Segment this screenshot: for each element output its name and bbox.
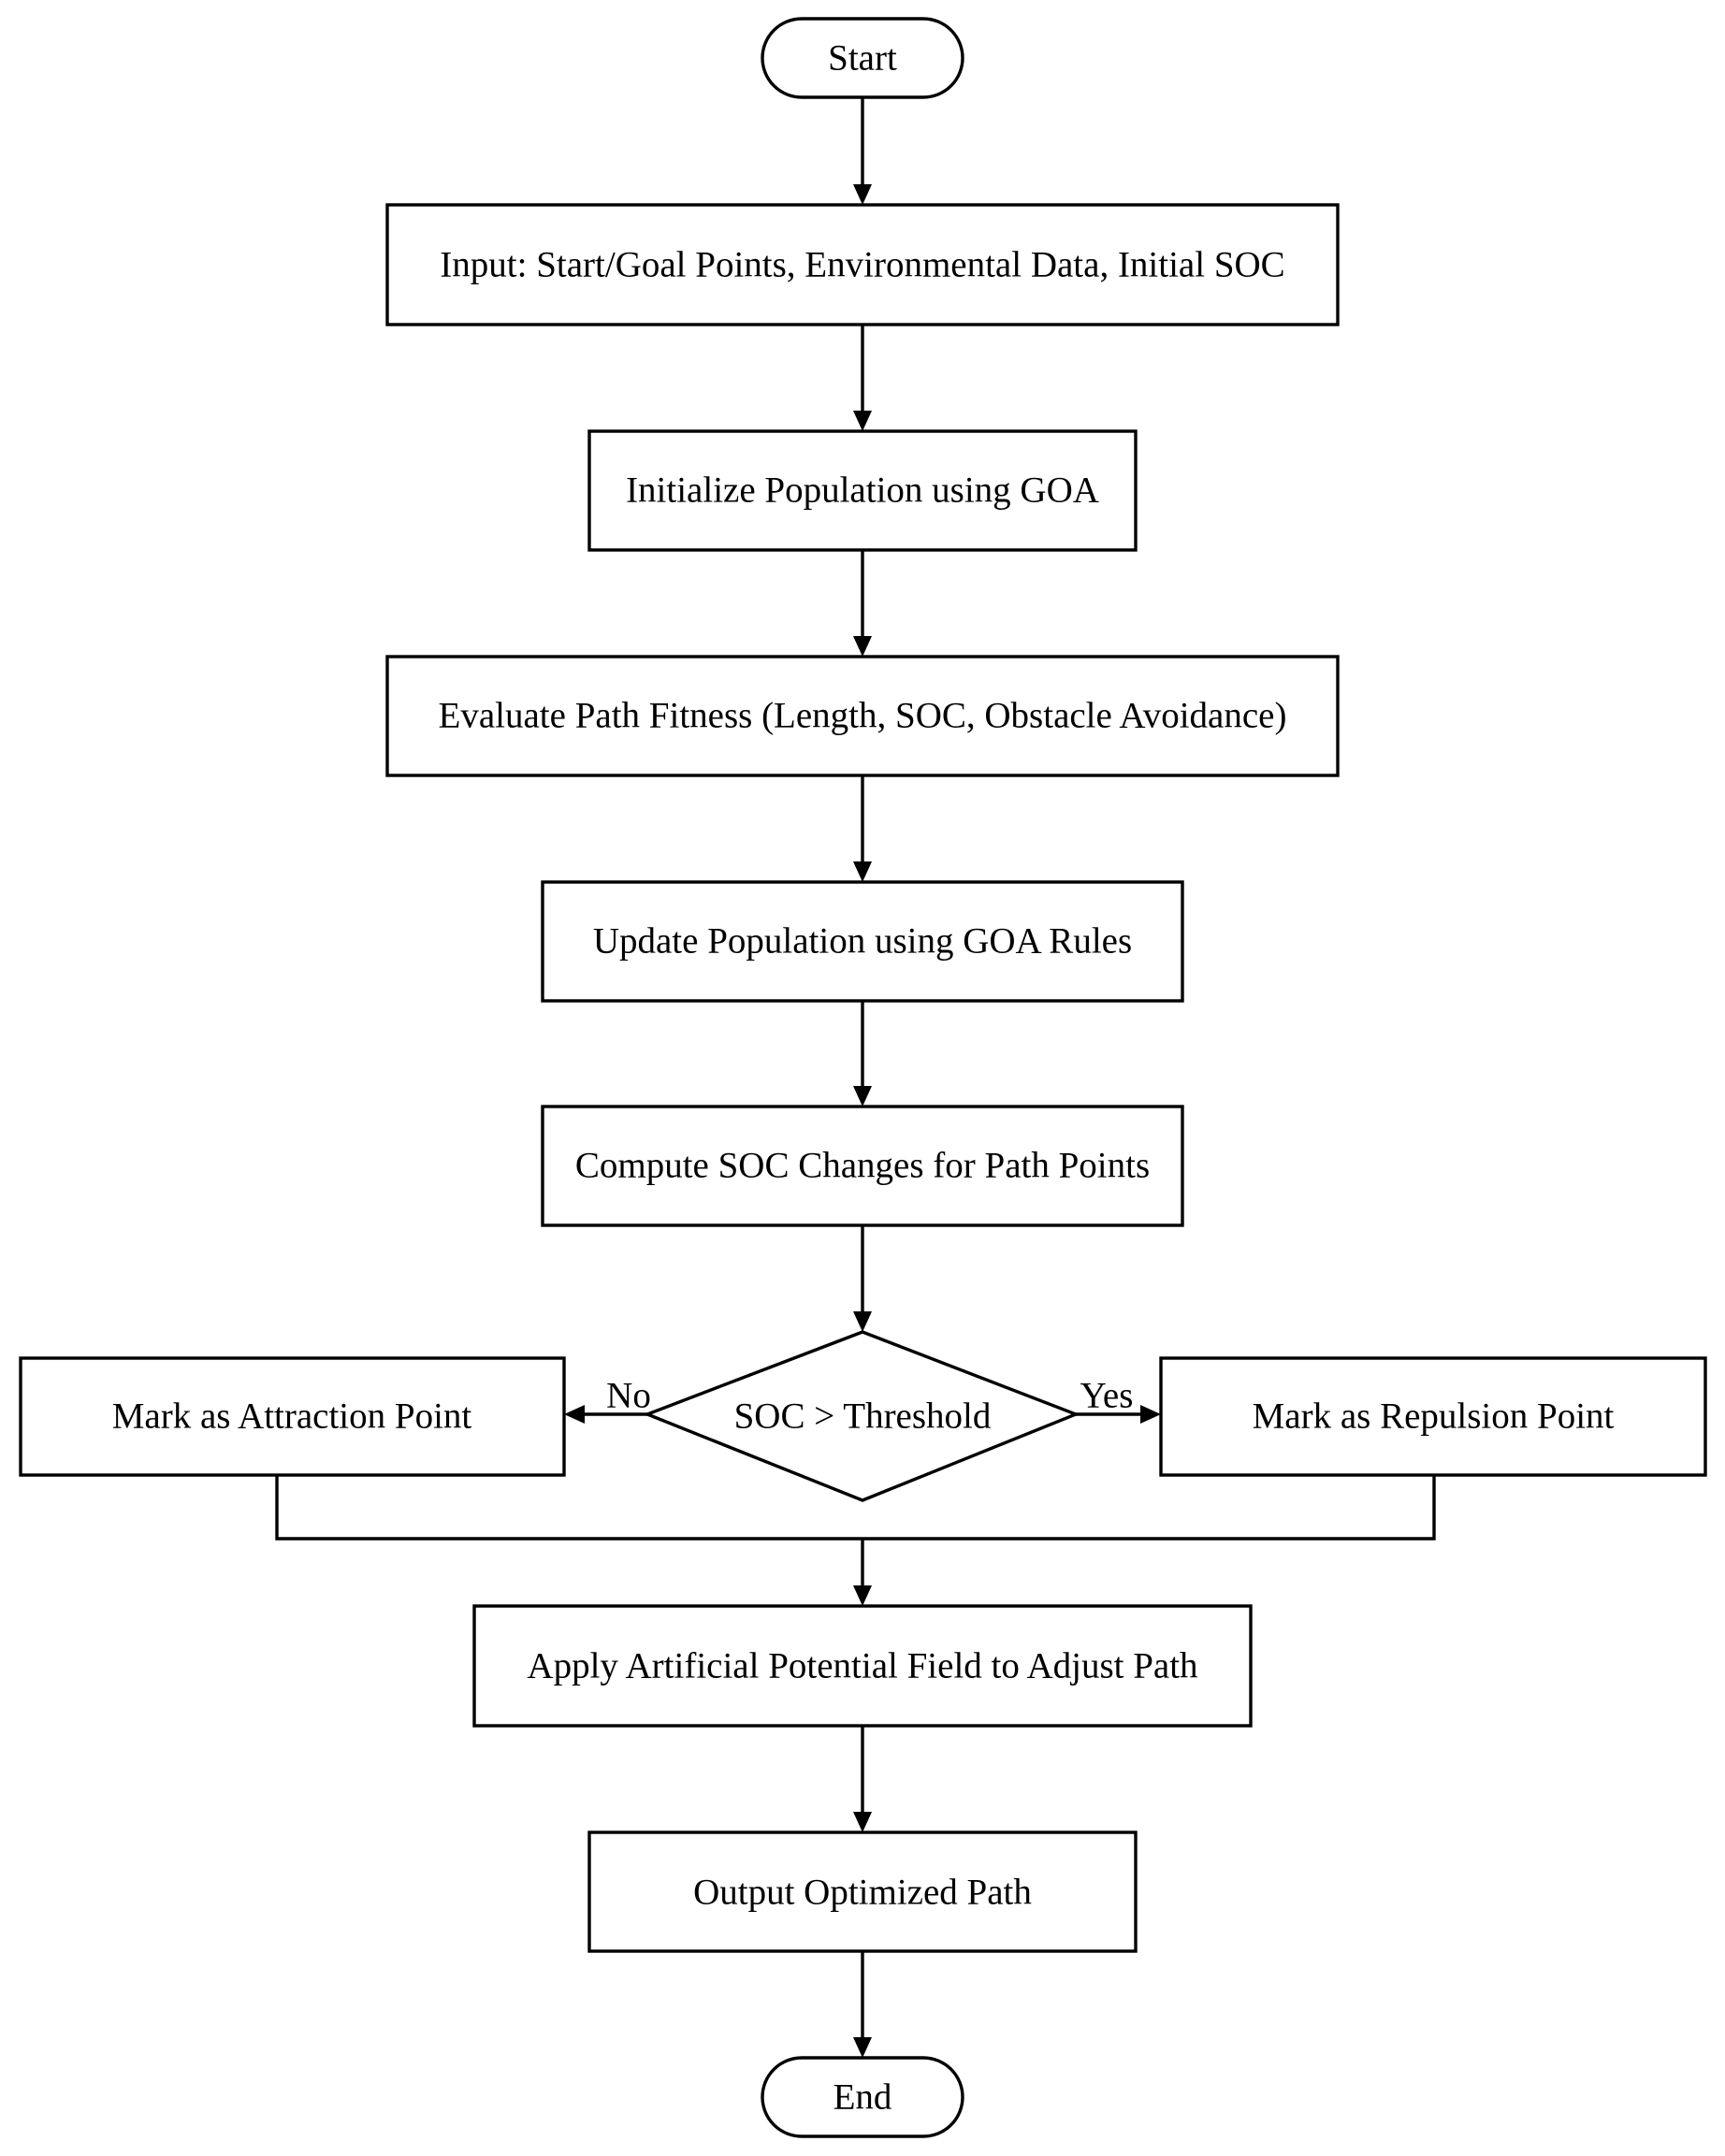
output-node: Output Optimized Path (587, 1830, 1138, 1953)
evaluate-box (385, 655, 1340, 777)
initialize-node: Initialize Population using GOA (587, 429, 1138, 552)
end-label: End (834, 2077, 892, 2118)
output-label: Output Optimized Path (693, 1873, 1032, 1913)
initialize-box (587, 429, 1138, 552)
arrowhead-repulsion (1140, 1405, 1161, 1424)
repulsion-box (1159, 1356, 1707, 1477)
update-node: Update Population using GOA Rules (541, 880, 1184, 1003)
update-label: Update Population using GOA Rules (593, 921, 1132, 962)
decision-diamond (643, 1330, 1080, 1502)
attraction-node: Mark as Attraction Point (19, 1356, 566, 1477)
compute-box (541, 1105, 1184, 1227)
evaluate-label: Evaluate Path Fitness (Length, SOC, Obst… (439, 696, 1287, 736)
attraction-label: Mark as Attraction Point (112, 1396, 472, 1437)
attraction-box (19, 1356, 566, 1477)
arrowhead-initialize (853, 411, 872, 431)
decision-node: SOC > Threshold (643, 1330, 1080, 1502)
update-box (541, 880, 1184, 1003)
arrowhead-evaluate (853, 636, 872, 657)
arrowhead-attraction (564, 1405, 585, 1424)
arrowhead-apply (853, 1585, 872, 1606)
end-node: End (761, 2056, 964, 2138)
input-node: Input: Start/Goal Points, Environmental … (385, 203, 1340, 326)
arrowhead-decision (853, 1311, 872, 1332)
end-terminator (761, 2056, 964, 2138)
input-box (385, 203, 1340, 326)
evaluate-node: Evaluate Path Fitness (Length, SOC, Obst… (385, 655, 1340, 777)
arrowhead-end (853, 2037, 872, 2058)
compute-label: Compute SOC Changes for Path Points (575, 1146, 1150, 1186)
compute-node: Compute SOC Changes for Path Points (541, 1105, 1184, 1227)
connector-attraction-merge (275, 1471, 862, 1541)
input-label: Input: Start/Goal Points, Environmental … (440, 245, 1284, 285)
arrowhead-input (853, 184, 872, 205)
repulsion-node: Mark as Repulsion Point (1159, 1356, 1707, 1477)
arrowhead-compute (853, 1086, 872, 1107)
branch-no-label: No (606, 1376, 651, 1416)
repulsion-label: Mark as Repulsion Point (1253, 1396, 1615, 1437)
arrowhead-output (853, 1812, 872, 1832)
start-label: Start (828, 38, 897, 79)
apply-box (472, 1604, 1253, 1728)
start-terminator (761, 17, 964, 99)
arrowhead-update (853, 861, 872, 882)
connector-repulsion-merge (862, 1475, 1436, 1541)
connectors (275, 97, 1436, 2058)
output-box (587, 1830, 1138, 1953)
apply-label: Apply Artificial Potential Field to Adju… (527, 1646, 1197, 1686)
decision-label: SOC > Threshold (734, 1396, 992, 1437)
start-node: Start (761, 17, 964, 99)
initialize-label: Initialize Population using GOA (626, 470, 1099, 511)
branch-yes-label: Yes (1080, 1376, 1134, 1416)
apply-node: Apply Artificial Potential Field to Adju… (472, 1604, 1253, 1728)
